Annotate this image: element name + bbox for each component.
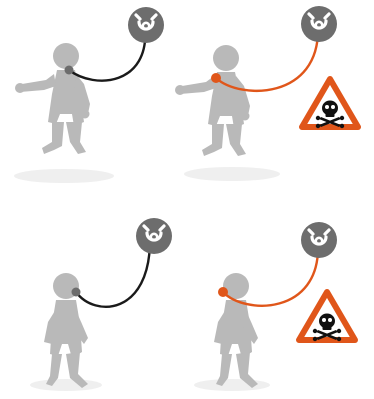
panel-side-safe bbox=[30, 218, 172, 391]
anchor-point-icon bbox=[136, 218, 172, 254]
skull-crossbones-icon bbox=[299, 292, 355, 341]
ground-shadow bbox=[14, 169, 114, 183]
worker-figure bbox=[175, 45, 250, 156]
panel-front-safe bbox=[14, 7, 164, 183]
anchor-point-icon bbox=[301, 222, 337, 258]
ground-shadow bbox=[194, 379, 270, 391]
ground-shadow bbox=[30, 379, 102, 391]
panel-side-unsafe bbox=[194, 222, 355, 391]
worker-figure bbox=[15, 43, 90, 154]
ground-shadow bbox=[184, 167, 280, 181]
worker-figure bbox=[44, 273, 88, 388]
attachment-point bbox=[211, 73, 221, 83]
panel-front-unsafe bbox=[175, 6, 358, 181]
anchor-point-icon bbox=[301, 6, 337, 42]
attachment-point bbox=[72, 288, 81, 297]
anchor-point-icon bbox=[128, 7, 164, 43]
skull-crossbones-icon bbox=[302, 79, 358, 128]
lanyard-line bbox=[76, 240, 150, 307]
attachment-point bbox=[218, 287, 228, 297]
attachment-point bbox=[65, 66, 74, 75]
